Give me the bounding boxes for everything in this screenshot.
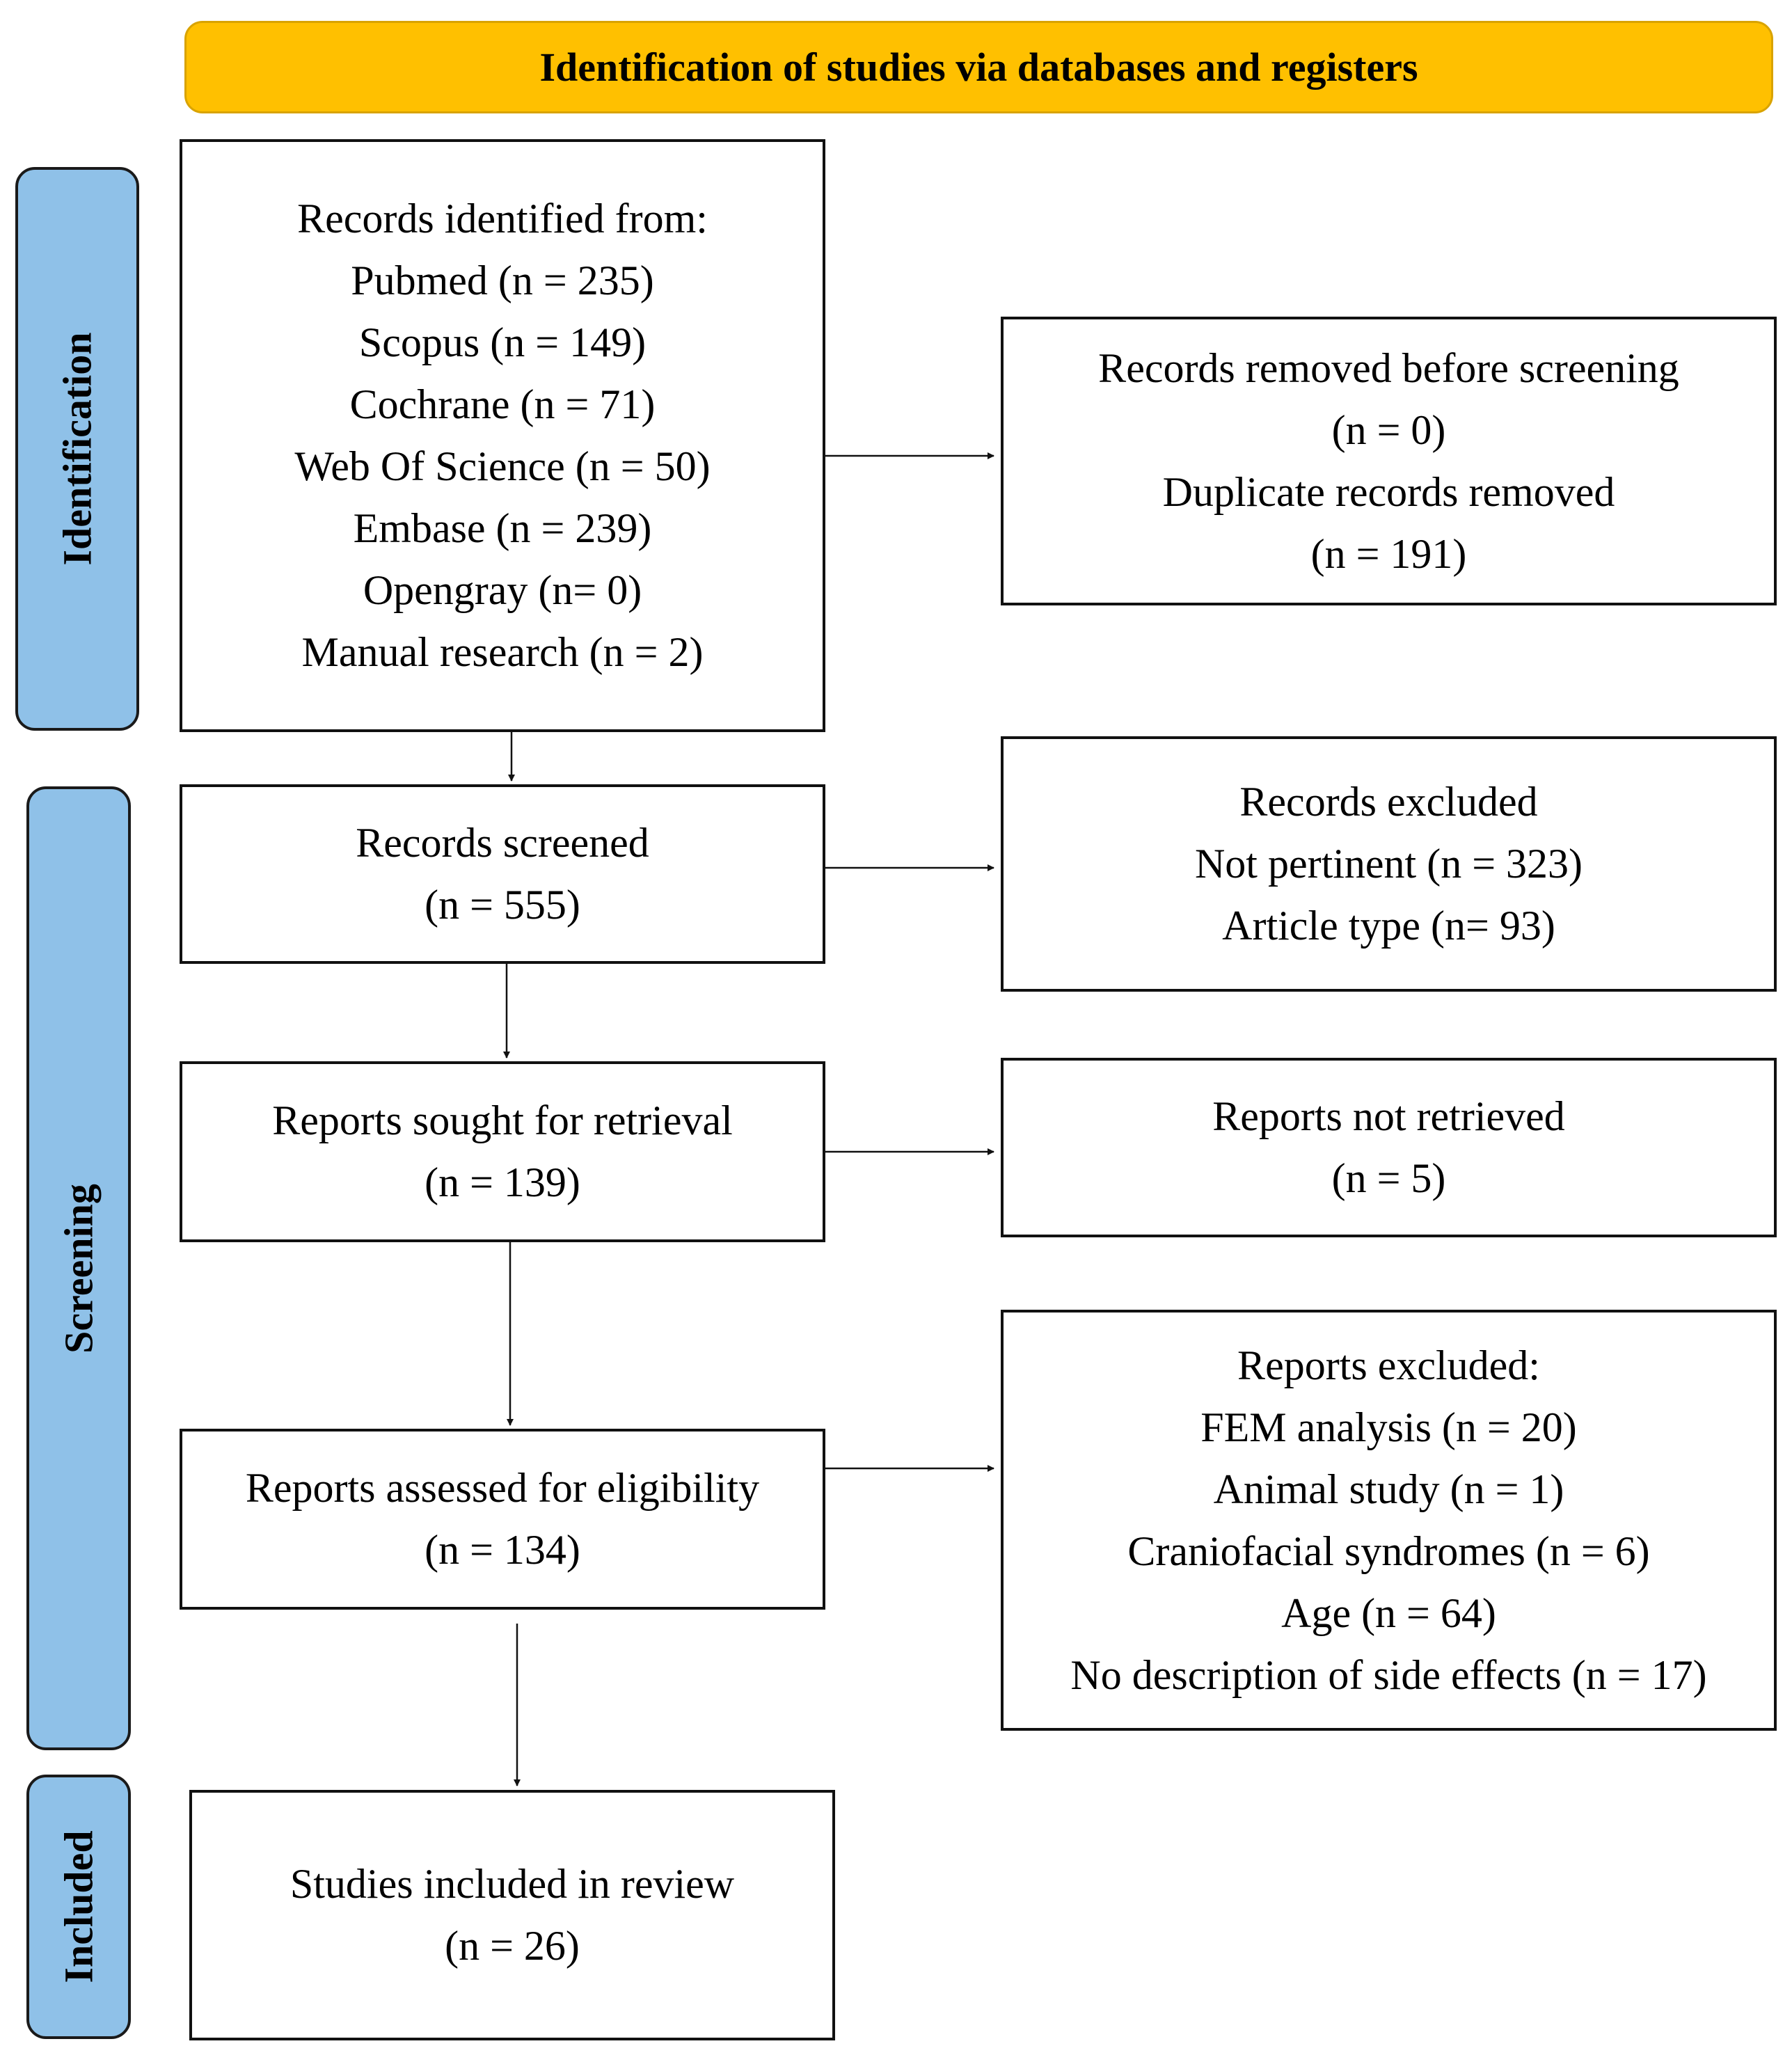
box-line: (n = 555) [425, 882, 580, 928]
box-line: Reports sought for retrieval [272, 1097, 733, 1143]
box-line: Web Of Science (n = 50) [294, 443, 711, 489]
reports-sought-box: Reports sought for retrieval (n = 139) [180, 1061, 825, 1242]
header-banner: Identification of studies via databases … [184, 21, 1773, 113]
box-line: Manual research (n = 2) [301, 629, 704, 675]
box-line: Age (n = 64) [1281, 1589, 1496, 1636]
box-line: (n = 191) [1310, 530, 1467, 577]
box-line: No description of side effects (n = 17) [1070, 1651, 1707, 1698]
box-line: Records removed before screening [1098, 344, 1679, 391]
box-line: Not pertinent (n = 323) [1194, 841, 1583, 887]
box-line: Duplicate records removed [1162, 468, 1615, 515]
reports-excluded-box: Reports excluded: FEM analysis (n = 20) … [1001, 1310, 1777, 1731]
box-line: Craniofacial syndromes (n = 6) [1127, 1528, 1650, 1574]
box-line: Records identified from: [297, 196, 708, 241]
records-removed-box: Records removed before screening (n = 0)… [1001, 317, 1777, 605]
box-line: Reports excluded: [1237, 1342, 1540, 1388]
box-line: Reports not retrieved [1212, 1093, 1565, 1139]
header-title: Identification of studies via databases … [539, 45, 1418, 90]
box-line: Cochrane (n = 71) [349, 381, 656, 427]
studies-included-box: Studies included in review (n = 26) [189, 1790, 835, 2040]
records-excluded-box: Records excluded Not pertinent (n = 323)… [1001, 736, 1777, 992]
box-line: Reports assessed for eligibility [245, 1465, 760, 1511]
box-line: Opengray (n= 0) [363, 567, 642, 613]
reports-assessed-box: Reports assessed for eligibility (n = 13… [180, 1429, 825, 1610]
phase-screening: Screening [26, 786, 131, 1750]
phase-included: Included [26, 1775, 131, 2039]
box-line: Article type (n= 93) [1222, 903, 1555, 949]
reports-not-retrieved-box: Reports not retrieved (n = 5) [1001, 1058, 1777, 1237]
box-line: Records screened [356, 820, 649, 866]
records-screened-box: Records screened (n = 555) [180, 784, 825, 964]
box-line: Studies included in review [290, 1861, 735, 1907]
box-line: (n = 139) [425, 1159, 580, 1205]
box-line: Scopus (n = 149) [358, 319, 647, 365]
box-line: Records excluded [1239, 779, 1538, 825]
box-line: (n = 5) [1331, 1155, 1446, 1201]
phase-identification: Identification [15, 167, 139, 731]
box-line: Pubmed (n = 235) [351, 257, 654, 303]
box-line: (n = 26) [445, 1923, 580, 1969]
box-line: (n = 0) [1331, 406, 1446, 453]
box-line: (n = 134) [425, 1527, 580, 1573]
box-line: Animal study (n = 1) [1213, 1466, 1564, 1512]
box-line: Embase (n = 239) [353, 505, 652, 551]
records-identified-box: Records identified from: Pubmed (n = 235… [180, 139, 825, 732]
box-line: FEM analysis (n = 20) [1200, 1404, 1577, 1450]
